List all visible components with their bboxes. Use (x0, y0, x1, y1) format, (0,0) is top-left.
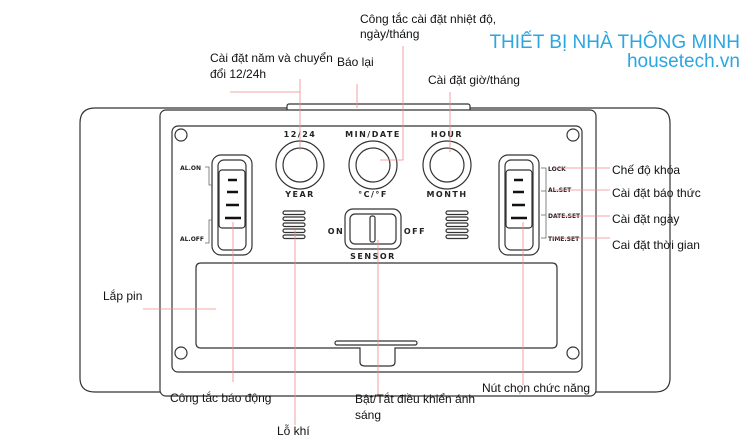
callout-light-1: Bật/Tắt điều khiển ánh (355, 391, 475, 406)
knob-year[interactable] (275, 140, 325, 190)
callout-battery: Lắp pin (103, 288, 142, 303)
air-vent-right (445, 210, 469, 240)
knob-label-min-date: MIN/DATE (345, 130, 401, 139)
battery-compartment (195, 262, 558, 367)
battery-latch (334, 340, 418, 346)
label-time-set: TIME.SET (548, 236, 580, 243)
callout-alarm-set: Cài đặt báo thức (612, 186, 701, 200)
alarm-slide-switch[interactable] (211, 154, 253, 256)
knob-min-date[interactable] (348, 140, 398, 190)
label-date-set: DATE.SET (548, 213, 581, 220)
callout-vent: Lỗ khí (277, 423, 310, 438)
sensor-label: SENSOR (350, 252, 396, 261)
sensor-switch[interactable] (344, 208, 402, 250)
function-slide-switch[interactable] (498, 154, 540, 256)
knob-label-temp: °C/°F (358, 190, 388, 199)
screw-holes (174, 128, 580, 360)
knob-label-1224: 12/24 (284, 130, 317, 139)
label-al-on: AL.ON (180, 165, 201, 172)
callout-temp-switch-2: ngày/tháng (360, 27, 419, 41)
sensor-off-label: OFF (404, 227, 426, 236)
callout-temp-switch-1: Công tắc cài đặt nhiệt độ, (360, 11, 496, 26)
callout-hour-month: Cài đặt giờ/tháng (428, 73, 520, 87)
callout-snooze: Báo lại (337, 55, 374, 69)
callout-time-set: Cai đặt thời gian (612, 238, 700, 252)
callout-year-1: Cài đặt năm và chuyển (210, 51, 333, 65)
callout-year-2: đổi 12/24h (210, 67, 266, 81)
callout-lines (143, 46, 610, 425)
brand-title: THIẾT BỊ NHÀ THÔNG MINH (489, 31, 740, 53)
callout-date-set: Cài đặt ngày (612, 212, 679, 226)
knob-hour[interactable] (422, 140, 472, 190)
callout-alarm-switch: Công tắc báo động (170, 390, 271, 405)
sensor-on-label: ON (328, 227, 345, 236)
knob-label-year: YEAR (284, 190, 315, 199)
brand-site: housetech.vn (627, 51, 740, 72)
label-al-set: AL.SET (548, 187, 572, 194)
callout-function-button: Nút chọn chức năng (482, 381, 590, 395)
label-lock: LOCK (548, 166, 566, 173)
knob-label-month: MONTH (426, 190, 467, 199)
air-vent-left (282, 210, 306, 240)
label-al-off: AL.OFF (180, 236, 204, 243)
callout-light-2: sáng (355, 408, 381, 422)
callout-lock: Chế độ khóa (612, 163, 680, 177)
knob-label-hour: HOUR (431, 130, 463, 139)
